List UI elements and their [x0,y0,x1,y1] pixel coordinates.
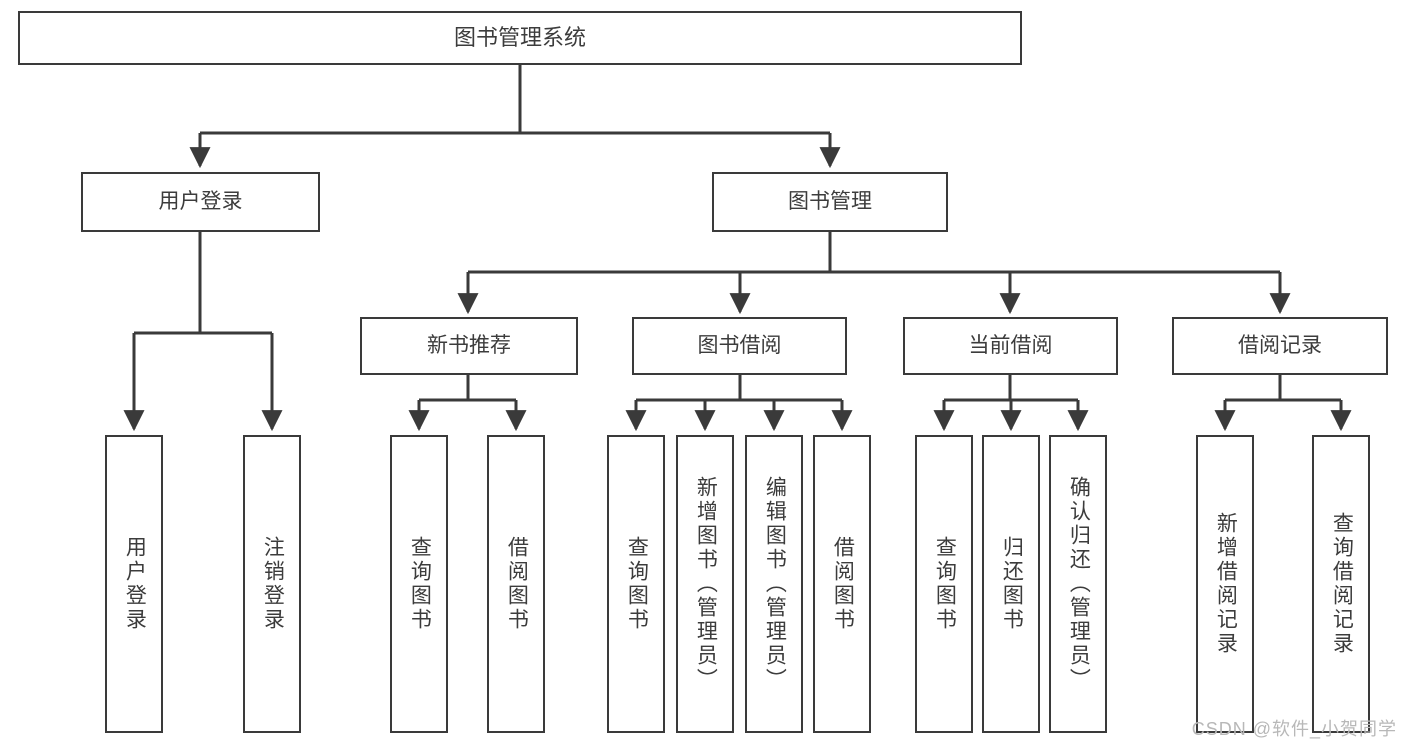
leaf-add-book-label: 新增图书（管理员） [694,476,718,692]
leaf-user-login-label: 用户登录 [123,536,147,632]
node-new-book-recommend[interactable]: 新书推荐 [360,317,578,375]
leaf-confirm-return-label: 确认归还（管理员） [1067,476,1091,692]
leaf-borrow-book-2[interactable]: 借阅图书 [813,435,871,733]
node-book-management[interactable]: 图书管理 [712,172,948,232]
leaf-return-book-label: 归还图书 [1000,536,1024,632]
node-current-borrow[interactable]: 当前借阅 [903,317,1118,375]
leaf-query-book-2[interactable]: 查询图书 [607,435,665,733]
leaf-edit-book[interactable]: 编辑图书（管理员） [745,435,803,733]
leaf-edit-book-label: 编辑图书（管理员） [763,476,787,692]
leaf-borrow-book-2-label: 借阅图书 [831,536,855,632]
leaf-query-book-2-label: 查询图书 [625,536,649,632]
leaf-logout[interactable]: 注销登录 [243,435,301,733]
leaf-query-book-1[interactable]: 查询图书 [390,435,448,733]
leaf-query-book-3[interactable]: 查询图书 [915,435,973,733]
leaf-logout-label: 注销登录 [261,536,285,632]
csdn-watermark: CSDN @软件_小贺同学 [1191,719,1397,739]
leaf-query-book-1-label: 查询图书 [408,536,432,632]
node-book-borrow[interactable]: 图书借阅 [632,317,847,375]
leaf-user-login[interactable]: 用户登录 [105,435,163,733]
leaf-borrow-book-1[interactable]: 借阅图书 [487,435,545,733]
leaf-query-record[interactable]: 查询借阅记录 [1312,435,1370,733]
leaf-query-book-3-label: 查询图书 [933,536,957,632]
leaf-return-book[interactable]: 归还图书 [982,435,1040,733]
leaf-query-record-label: 查询借阅记录 [1330,512,1354,656]
leaf-add-book[interactable]: 新增图书（管理员） [676,435,734,733]
leaf-borrow-book-1-label: 借阅图书 [505,536,529,632]
leaf-add-record[interactable]: 新增借阅记录 [1196,435,1254,733]
leaf-confirm-return[interactable]: 确认归还（管理员） [1049,435,1107,733]
node-user-login[interactable]: 用户登录 [81,172,320,232]
node-borrow-record[interactable]: 借阅记录 [1172,317,1388,375]
leaf-add-record-label: 新增借阅记录 [1214,512,1238,656]
node-root[interactable]: 图书管理系统 [18,11,1022,65]
